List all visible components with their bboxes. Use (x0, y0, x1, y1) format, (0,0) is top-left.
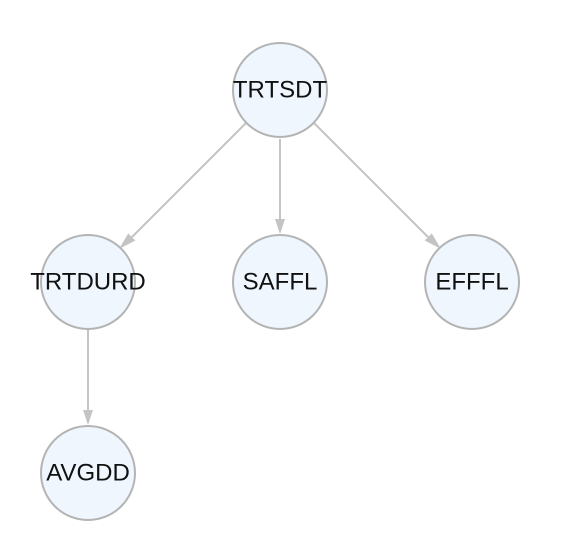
node-avgdd[interactable]: AVGDD (40, 425, 136, 521)
node-label: TRTSDT (233, 77, 328, 104)
node-trtsdt[interactable]: TRTSDT (232, 42, 328, 138)
node-label: AVGDD (46, 460, 130, 487)
edge-trtsdt-trtdurd (119, 122, 247, 249)
node-trtdurd[interactable]: TRTDURD (30, 234, 146, 330)
node-efffl[interactable]: EFFFL (424, 234, 520, 330)
edge-trtdurd-avgdd (83, 330, 93, 425)
node-label: EFFFL (435, 269, 508, 296)
edges (83, 122, 441, 425)
node-label: TRTDURD (30, 269, 146, 296)
edge-trtsdt-efffl (313, 122, 441, 249)
edge-trtsdt-saffl (275, 139, 285, 234)
node-saffl[interactable]: SAFFL (232, 234, 328, 330)
node-label: SAFFL (243, 269, 318, 296)
